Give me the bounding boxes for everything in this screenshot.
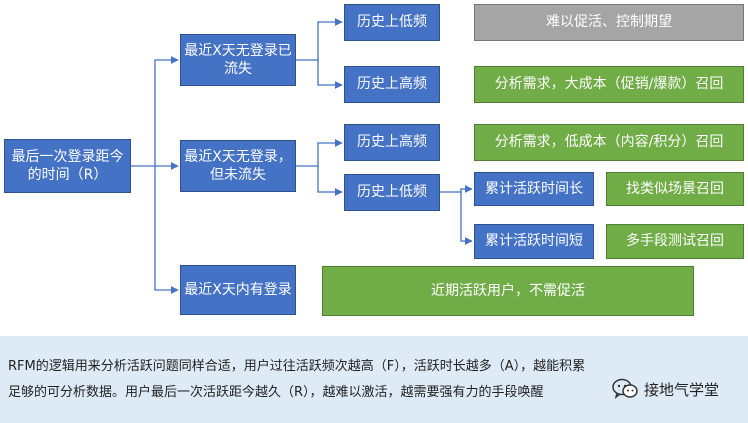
connector-b2-c1 xyxy=(296,139,343,167)
wechat-icon xyxy=(612,378,638,399)
branch-label: 最近X天内有登录 xyxy=(184,281,292,298)
outcome-high-cost-recall: 分析需求，大成本（促销/爆款）召回 xyxy=(474,66,744,103)
outcome-low-cost-recall: 分析需求，低成本（内容/积分）召回 xyxy=(474,124,744,161)
connector-b2c2-g2 xyxy=(460,192,473,245)
connector-b1-c1 xyxy=(296,18,343,61)
node-label: 历史上高频 xyxy=(357,134,427,151)
node-high-frequency-active: 历史上高频 xyxy=(344,124,440,161)
connector-b2-c2 xyxy=(317,166,343,196)
connector-b2c2-g1 xyxy=(440,185,473,193)
outcome-label: 找类似场景召回 xyxy=(626,180,724,197)
outcome-hard-to-activate: 难以促活、控制期望 xyxy=(474,4,744,41)
connector-root-branch3 xyxy=(154,166,179,294)
outcome-similar-scenario-recall: 找类似场景召回 xyxy=(606,172,744,206)
connector-lines xyxy=(131,18,473,294)
root-node-label: 最后一次登录距今的时间（R） xyxy=(11,148,124,183)
branch-not-churned: 最近X天无登录，但未流失 xyxy=(180,140,296,192)
root-node: 最后一次登录距今的时间（R） xyxy=(4,139,131,193)
watermark-text: 接地气学堂 xyxy=(644,380,720,399)
connector-root-branch1 xyxy=(131,56,179,167)
node-label: 历史上高频 xyxy=(357,76,427,93)
outcome-label: 难以促活、控制期望 xyxy=(546,14,672,31)
branch-recent-login: 最近X天内有登录 xyxy=(180,265,296,315)
branch-churned: 最近X天无登录已流失 xyxy=(180,34,296,86)
outcome-label: 近期活跃用户，不需促活 xyxy=(431,282,585,299)
branch-label: 最近X天无登录已流失 xyxy=(184,42,292,77)
node-label: 历史上低频 xyxy=(357,14,427,31)
node-label: 累计活跃时间长 xyxy=(485,180,583,197)
connector-b1-c2 xyxy=(317,60,343,89)
outcome-no-activation-needed: 近期活跃用户，不需促活 xyxy=(322,266,694,316)
node-long-active-time: 累计活跃时间长 xyxy=(474,172,594,206)
node-label: 累计活跃时间短 xyxy=(485,233,583,250)
node-low-frequency-active: 历史上低频 xyxy=(344,174,440,211)
outcome-label: 多手段测试召回 xyxy=(626,233,724,250)
outcome-label: 分析需求，低成本（内容/积分）召回 xyxy=(494,134,724,151)
caption-text: RFM的逻辑用来分析活跃问题同样合适，用户过往活跃频次越高（F），活跃时长越多（… xyxy=(8,359,586,400)
node-low-frequency-churned: 历史上低频 xyxy=(344,4,440,41)
watermark: 接地气学堂 xyxy=(612,378,719,400)
node-high-frequency-churned: 历史上高频 xyxy=(344,66,440,103)
branch-label: 最近X天无登录，但未流失 xyxy=(184,148,292,183)
node-label: 历史上低频 xyxy=(357,184,427,201)
outcome-multi-test-recall: 多手段测试召回 xyxy=(606,224,744,259)
node-short-active-time: 累计活跃时间短 xyxy=(474,224,594,259)
outcome-label: 分析需求，大成本（促销/爆款）召回 xyxy=(494,76,724,93)
